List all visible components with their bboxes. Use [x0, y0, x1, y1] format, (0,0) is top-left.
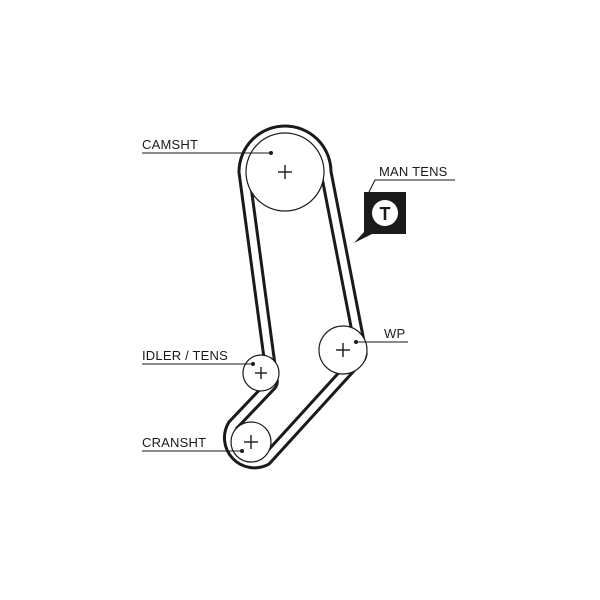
leader-lines — [142, 151, 455, 453]
tensioner-letter: T — [380, 204, 391, 224]
idler-tens-label: IDLER / TENS — [142, 348, 228, 363]
camshaft-pulley — [245, 132, 325, 212]
camshaft-leader-dot — [269, 151, 273, 155]
wp-leader-dot — [354, 340, 358, 344]
idler-leader-dot — [251, 362, 255, 366]
cranksht-label: CRANSHT — [142, 435, 206, 450]
tensioner-badge-circle — [372, 200, 398, 226]
camshaft-label: CAMSHT — [142, 137, 198, 152]
manual-tensioner-symbol: T — [354, 192, 406, 243]
man-tens-leader — [368, 179, 455, 193]
idler-tensioner-pulley — [242, 354, 280, 392]
cranksht-leader-dot — [240, 449, 244, 453]
water-pump-pulley — [318, 325, 368, 375]
crankshaft-pulley — [230, 421, 272, 463]
man-tens-label: MAN TENS — [379, 164, 448, 179]
wp-label: WP — [384, 326, 405, 341]
